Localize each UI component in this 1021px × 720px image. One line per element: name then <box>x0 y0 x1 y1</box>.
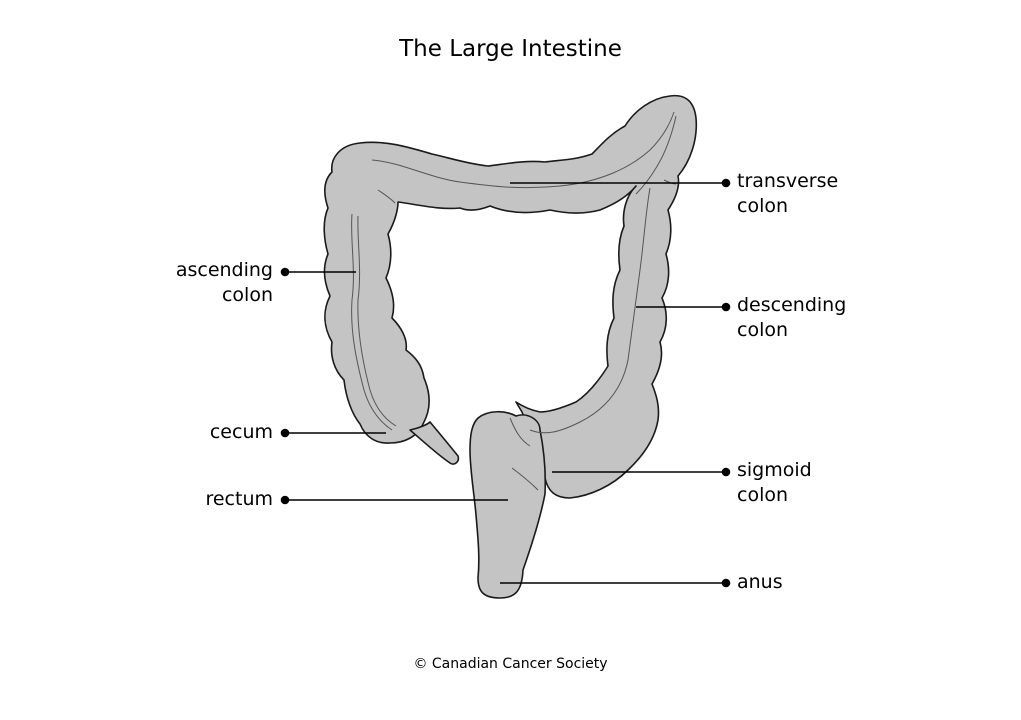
label-sigmoid-colon: sigmoid colon <box>737 459 812 506</box>
label-ascending-colon: ascending colon <box>175 259 273 306</box>
diagram-title: The Large Intestine <box>399 36 622 62</box>
dot-descending-colon <box>721 302 731 312</box>
label-anus: anus <box>737 571 783 593</box>
dot-cecum <box>280 428 290 438</box>
leader-lines <box>280 178 731 588</box>
dot-ascending-colon <box>280 267 290 277</box>
copyright-credit: © Canadian Cancer Society <box>413 656 608 672</box>
dot-sigmoid-colon <box>721 467 731 477</box>
appendix-shape <box>409 421 460 465</box>
dot-transverse-colon <box>721 178 731 188</box>
label-rectum: rectum <box>205 488 273 510</box>
dot-rectum <box>280 495 290 505</box>
colon-body-shape <box>323 94 698 499</box>
label-transverse-colon: transverse colon <box>737 170 839 217</box>
rectum-shape <box>469 410 547 599</box>
label-descending-colon: descending colon <box>737 294 847 341</box>
label-cecum: cecum <box>209 421 273 443</box>
dot-anus <box>721 578 731 588</box>
